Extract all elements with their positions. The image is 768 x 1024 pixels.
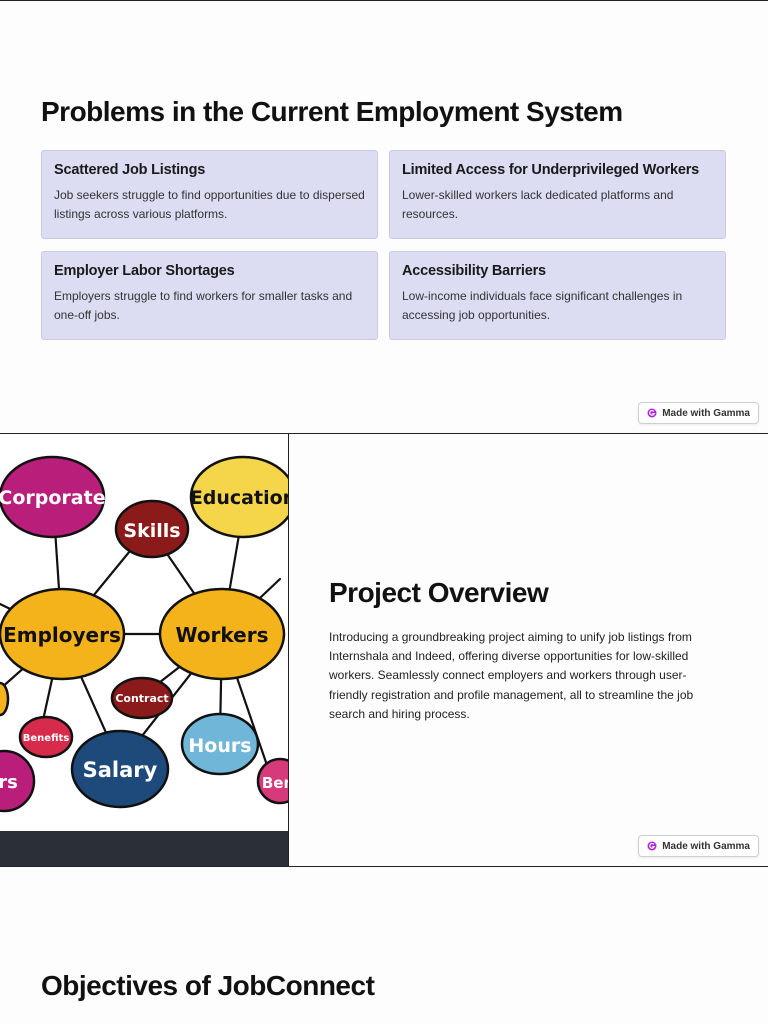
problem-cards: Scattered Job Listings Job seekers strug… [41, 150, 726, 340]
card-title: Scattered Job Listings [54, 162, 206, 178]
overview-text: Introducing a groundbreaking project aim… [329, 630, 694, 721]
card-text: Job seekers struggle to find opportuniti… [54, 188, 365, 221]
card-text: Lower-skilled workers lack dedicated pla… [402, 188, 674, 221]
bubble-label: Salary [83, 758, 158, 782]
mind-map-image: Corporate Education Skills Employers Wor… [0, 434, 288, 867]
bubble-label: Skills [123, 520, 180, 542]
bubble-label: Ben [262, 774, 288, 792]
slide-title: Problems in the Current Employment Syste… [41, 96, 623, 127]
problem-card: Employer Labor Shortages Employers strug… [41, 251, 378, 340]
slide-problems: Problems in the Current Employment Syste… [0, 0, 768, 433]
bubble-label: Education [190, 487, 288, 509]
card-title: Limited Access for Underprivileged Worke… [402, 162, 699, 178]
mind-map-illustration: Corporate Education Skills Employers Wor… [0, 455, 288, 813]
card-title: Accessibility Barriers [402, 263, 546, 279]
slide-title: Objectives of JobConnect [41, 970, 375, 1001]
slide-objectives: Objectives of JobConnect [0, 866, 768, 1024]
problem-card: Limited Access for Underprivileged Worke… [389, 150, 726, 239]
card-text: Low-income individuals face significant … [402, 289, 683, 322]
gamma-logo-icon [647, 841, 657, 851]
made-with-gamma-button[interactable]: Made with Gamma [638, 835, 759, 857]
bubble-label: Corporate [0, 487, 106, 509]
badge-label: Made with Gamma [662, 840, 750, 852]
problem-card: Scattered Job Listings Job seekers strug… [41, 150, 378, 239]
card-title: Employer Labor Shortages [54, 263, 235, 279]
badge-label: Made with Gamma [662, 407, 750, 419]
divider [288, 434, 289, 867]
overview-title: Project Overview [329, 577, 549, 608]
slide-project-overview: Corporate Education Skills Employers Wor… [0, 433, 768, 867]
card-text: Employers struggle to find workers for s… [54, 289, 353, 322]
made-with-gamma-button[interactable]: Made with Gamma [638, 402, 759, 424]
bubble-label: Hours [188, 735, 251, 757]
bubble-label: Contract [115, 692, 168, 705]
bubble-label: Workers [175, 623, 268, 647]
bubble-label: rs [0, 772, 18, 793]
problem-card: Accessibility Barriers Low-income indivi… [389, 251, 726, 340]
bubble-label: Employers [3, 623, 121, 647]
bubble-label: Benefits [23, 733, 69, 744]
image-watermark-bar [0, 831, 288, 867]
gamma-logo-icon [647, 408, 657, 418]
